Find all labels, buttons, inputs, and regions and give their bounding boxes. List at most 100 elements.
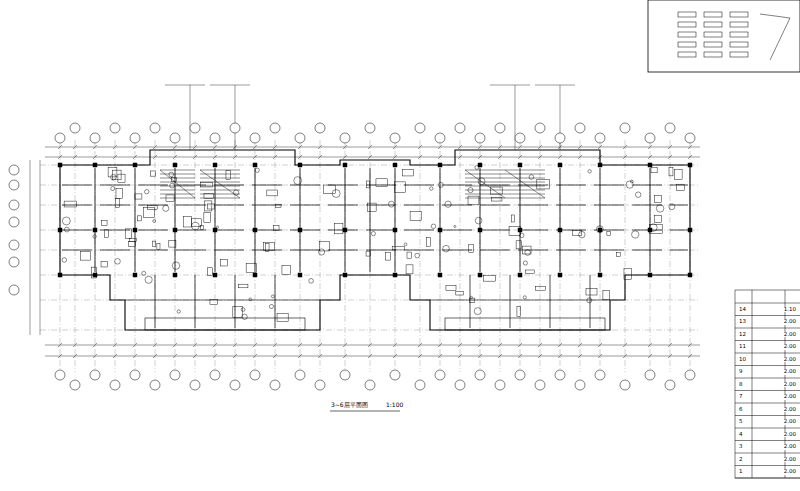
dimension-lines — [30, 85, 700, 358]
stair-tread — [200, 182, 240, 183]
fixture — [323, 185, 335, 193]
dimension-tick — [298, 343, 302, 347]
table-frame — [735, 290, 800, 478]
dimension-tick — [368, 343, 372, 347]
axis-bubble — [575, 380, 585, 390]
fixture — [468, 196, 479, 205]
column — [393, 163, 397, 167]
fixture — [332, 190, 340, 198]
dimension-tick — [688, 354, 692, 358]
fixture — [656, 205, 664, 213]
dimension-tick — [648, 354, 652, 358]
table-cell: 2.00 — [783, 319, 797, 325]
fixture — [446, 286, 456, 291]
column — [598, 273, 602, 277]
fixture — [517, 307, 520, 317]
partition-wall — [430, 300, 610, 301]
partition-wall — [520, 168, 521, 272]
axis-bubble — [495, 380, 505, 390]
dimension-tick — [498, 145, 502, 149]
axis-line — [320, 140, 321, 372]
table-rule — [735, 365, 800, 366]
axis-bubble — [90, 370, 100, 380]
axis-line — [540, 140, 541, 372]
axis-bubble — [665, 380, 675, 390]
fixture — [191, 219, 201, 226]
fixture — [62, 258, 67, 263]
stair-tread — [200, 170, 240, 171]
partition-wall — [62, 230, 688, 231]
partition-wall — [650, 168, 651, 272]
dimension-line — [45, 157, 700, 158]
axis-bubble — [475, 133, 485, 143]
table-rule — [735, 428, 800, 429]
leader-line — [165, 85, 205, 86]
partition-wall — [135, 168, 136, 272]
dimension-tick — [153, 343, 157, 347]
axis-line — [560, 140, 561, 372]
axis-bubble — [390, 133, 400, 143]
fixture — [431, 224, 436, 229]
stair-tread — [200, 178, 240, 179]
fixture — [111, 187, 115, 191]
column — [438, 273, 442, 277]
column — [688, 273, 692, 277]
fixture — [101, 262, 108, 267]
fixture — [144, 208, 155, 218]
fixture — [267, 190, 278, 196]
dimension-tick — [498, 155, 502, 159]
dimension-tick — [558, 354, 562, 358]
dimension-tick — [298, 155, 302, 159]
key-building — [704, 52, 722, 57]
axis-line — [480, 140, 481, 372]
dimension-tick — [273, 155, 277, 159]
column — [478, 163, 482, 167]
fixture — [208, 268, 213, 275]
axis-line — [580, 140, 581, 372]
dimension-tick — [418, 354, 422, 358]
fixture — [309, 278, 314, 283]
key-road — [760, 14, 790, 60]
axis-bubble — [495, 123, 505, 133]
stair-tread — [465, 182, 505, 183]
column — [558, 273, 562, 277]
fixture — [163, 205, 169, 211]
stair-tread — [505, 170, 545, 171]
dimension-tick — [253, 354, 257, 358]
column — [438, 228, 442, 232]
partition-wall — [95, 168, 96, 272]
column — [648, 228, 652, 232]
axis-line — [95, 140, 96, 372]
dimension-tick — [498, 343, 502, 347]
column — [438, 163, 442, 167]
fixture — [483, 275, 495, 281]
dimension-tick — [623, 145, 627, 149]
dimension-tick — [623, 354, 627, 358]
fixture — [91, 267, 96, 278]
axis-line — [650, 140, 651, 372]
dimension-tick — [133, 145, 137, 149]
fixture — [635, 192, 640, 197]
axis-bubble — [150, 123, 160, 133]
fixture — [478, 178, 485, 185]
fixture — [469, 245, 474, 253]
stair-tread — [160, 198, 195, 199]
dimension-tick — [578, 343, 582, 347]
fixture — [125, 229, 131, 239]
axis-bubble — [515, 370, 525, 380]
dimension-tick — [393, 354, 397, 358]
axis-bubble — [315, 380, 325, 390]
fixture — [145, 276, 152, 283]
axis-bubble — [555, 133, 565, 143]
stair-tread — [465, 178, 505, 179]
dimension-tick — [193, 155, 197, 159]
drawing-title: 3~6层平面图 — [330, 402, 369, 408]
partition-wall — [395, 168, 396, 272]
axis-bubble — [435, 133, 445, 143]
column — [133, 163, 137, 167]
fixture — [456, 291, 463, 295]
column — [213, 228, 217, 232]
stair-tread — [160, 170, 195, 171]
table-cell: 4 — [738, 432, 744, 438]
